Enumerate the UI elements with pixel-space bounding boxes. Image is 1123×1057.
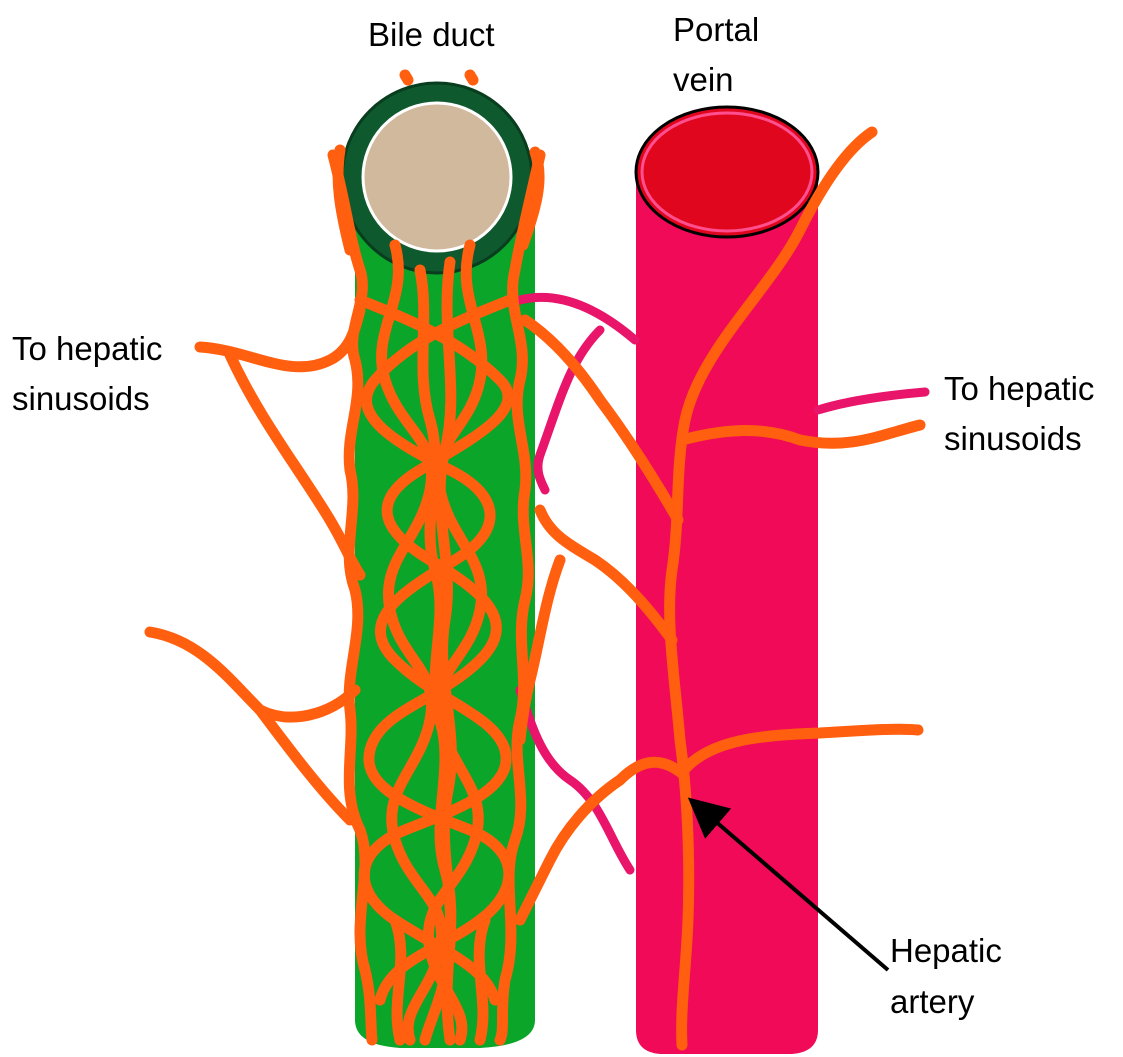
bile-duct-lumen (363, 103, 511, 251)
left-sinusoids-label-line2: sinusoids (12, 380, 150, 417)
portal-vein-label-line1: Portal (673, 11, 759, 48)
portal-vein-lumen (636, 107, 818, 237)
bile-duct-label: Bile duct (368, 16, 495, 53)
left-sinusoids-label-line1: To hepatic (12, 330, 162, 367)
left-branch-lower-descending (260, 710, 350, 820)
portal-vein-label-line2: vein (673, 61, 734, 98)
left-branch-upper-descending (230, 355, 360, 575)
hepatic-artery-label-line2: artery (890, 983, 975, 1020)
portal-vein-body (636, 170, 818, 1054)
hepatic-artery-label-line1: Hepatic (890, 932, 1002, 969)
right-sinusoids-label-line1: To hepatic (944, 370, 1094, 407)
right-sinusoids-label-line2: sinusoids (944, 420, 1082, 457)
left-sinusoid-branches (150, 310, 360, 820)
left-branch-lower (150, 632, 355, 717)
right-connecting-vessel (818, 392, 925, 410)
left-branch-upper (200, 310, 360, 367)
